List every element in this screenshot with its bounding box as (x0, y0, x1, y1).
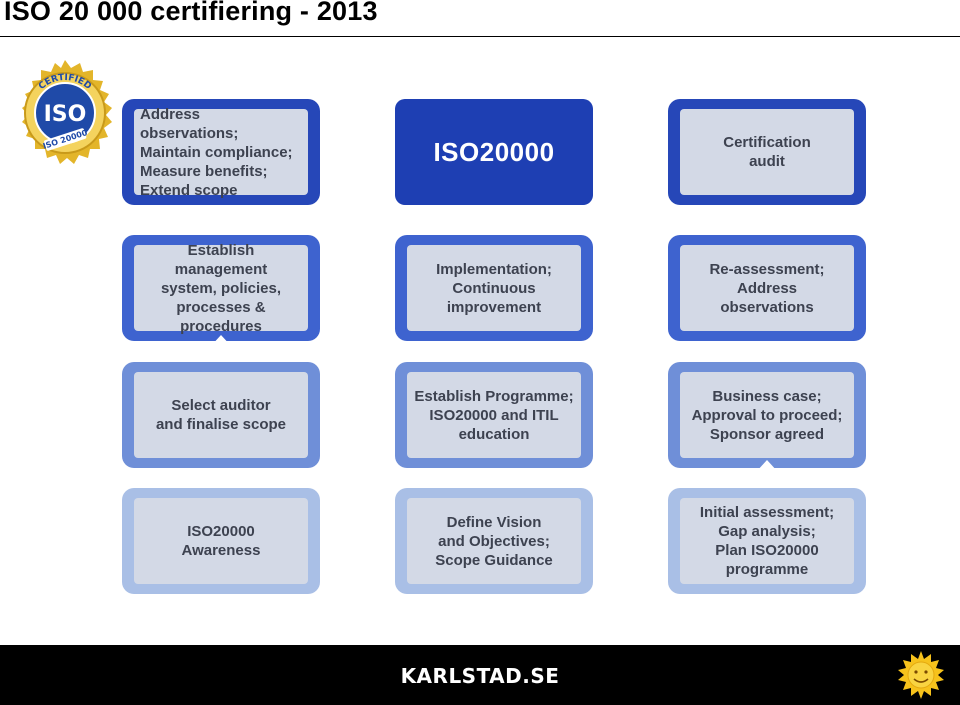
iso-certified-seal-logo: CERTIFIED ISO ISO 20000 (22, 60, 112, 164)
arrow-right-icon (618, 531, 644, 553)
step-label: ISO20000 Awareness (181, 523, 261, 559)
step-label: Initial assessment; Gap analysis; Plan I… (699, 504, 835, 578)
arrow-left-icon (345, 404, 371, 426)
arrow-up-icon (756, 207, 778, 233)
footer-bar: KARLSTAD.SE (0, 645, 960, 705)
arrow-right-icon (345, 531, 371, 553)
step-label: Define Vision and Objectives; Scope Guid… (435, 513, 553, 569)
arrow-up-icon (756, 460, 778, 486)
page-title: ISO 20 000 certifiering - 2013 (4, 0, 378, 26)
step-certification-audit: Certification audit (668, 99, 866, 205)
step-label: Business case; Approval to proceed; Spon… (691, 387, 843, 443)
step-establish-programme: Establish Programme; ISO20000 and ITIL e… (395, 362, 593, 468)
arrow-right-icon (345, 277, 371, 299)
step-label: Re-assessment; Address observations (709, 260, 825, 316)
step-iso20000: ISO20000 (395, 99, 593, 205)
sun-logo-icon (898, 651, 944, 699)
svg-text:ISO: ISO (44, 102, 87, 127)
step-implementation: Implementation; Continuous improvement (395, 235, 593, 341)
arrow-right-icon (618, 277, 644, 299)
step-label: Establish management system, policies, p… (160, 241, 282, 335)
step-initial-assessment: Initial assessment; Gap analysis; Plan I… (668, 488, 866, 594)
footer-brand[interactable]: KARLSTAD.SE (400, 664, 560, 688)
step-business-case: Business case; Approval to proceed; Spon… (668, 362, 866, 468)
arrow-up-icon (210, 335, 232, 361)
step-re-assessment: Re-assessment; Address observations (668, 235, 866, 341)
step-label: Select auditor and finalise scope (155, 397, 287, 433)
step-label: Certification audit (723, 134, 811, 170)
step-iso20000-awareness: ISO20000 Awareness (122, 488, 320, 594)
step-select-auditor: Select auditor and finalise scope (122, 362, 320, 468)
step-label: Address observations; Maintain complianc… (140, 105, 293, 199)
step-address-observations: Address observations; Maintain complianc… (122, 99, 320, 205)
step-label: ISO20000 (433, 137, 555, 167)
arrow-left-icon (618, 141, 644, 163)
step-define-vision: Define Vision and Objectives; Scope Guid… (395, 488, 593, 594)
arrow-left-icon (345, 141, 371, 163)
step-label: Establish Programme; ISO20000 and ITIL e… (414, 387, 574, 443)
step-label: Implementation; Continuous improvement (436, 260, 552, 316)
title-divider (0, 36, 960, 37)
arrow-left-icon (618, 404, 644, 426)
step-establish-management-system: Establish management system, policies, p… (122, 235, 320, 341)
